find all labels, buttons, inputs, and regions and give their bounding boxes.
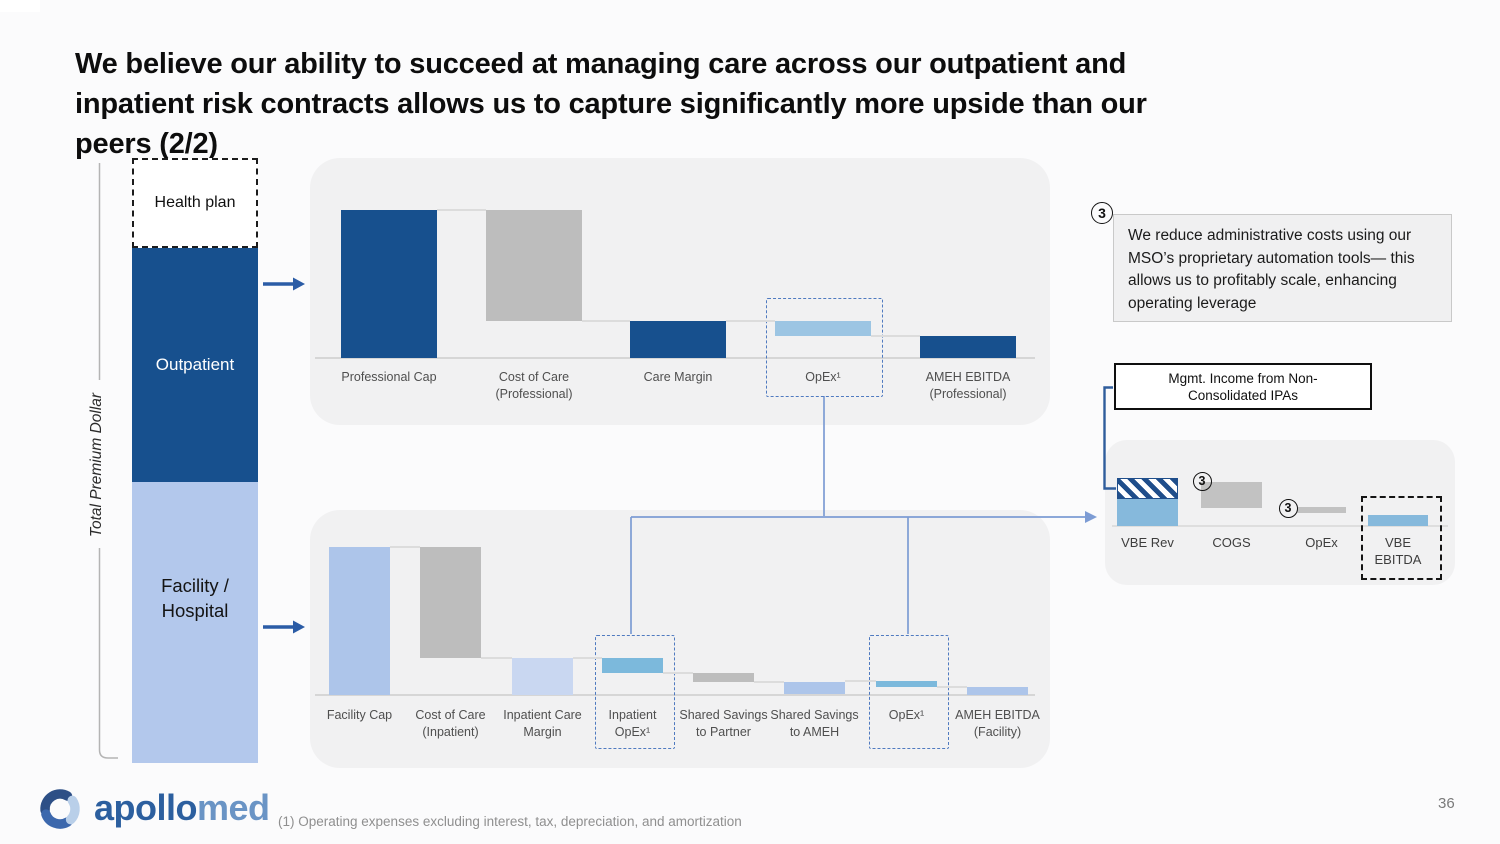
vbe-bar-cogs [1201,481,1262,508]
vbe-bar-vbe-rev [1117,499,1178,526]
facility-bar-cost-of-care-inpatient [420,547,481,658]
facility-connector-2 [573,657,602,659]
vbe-label-cogs: COGS [1212,535,1251,550]
premium-axis-label: Total Premium Dollar [62,380,132,550]
facility-connector-1 [481,657,512,659]
facility-connector-4 [754,681,784,683]
apollomed-wordmark: apollomed [94,787,270,828]
facility-bar-ameh-ebitda-facility [967,687,1028,695]
professional-label-ameh-ebitda-professional: AMEH EBITDA(Professional) [925,370,1011,401]
footnote: (1) Operating expenses excluding interes… [278,814,742,829]
professional-connector-1 [582,320,630,322]
facility-arrow-icon [263,620,305,634]
facility-bar-shared-savings-to-ameh [784,681,845,694]
segment-facility-hospital: Facility / Hospital [132,482,258,763]
facility-bar-facility-cap [329,547,390,695]
connector-arrowhead-icon [1085,511,1097,523]
facility-label-opex: OpEx¹ [888,708,925,722]
professional-connector-3 [871,335,920,337]
facility-axis-line [315,694,1035,696]
automation-callout: We reduce administrative costs using our… [1113,214,1452,322]
professional-bar-cost-of-care-professional [486,210,582,321]
professional-connector-2 [726,320,775,322]
page-number: 36 [1438,795,1455,812]
professional-bar-ameh-ebitda-professional [920,335,1016,358]
professional-label-care-margin: Care Margin [643,370,713,384]
facility-bar-opex [876,680,937,687]
page-title: We believe our ability to succeed at man… [75,44,1415,164]
vbe-bar-vbe-rev [1117,478,1178,500]
facility-dashed-box-inpatient-opex [595,635,675,749]
professional-label-cost-of-care-professional: Cost of Care(Professional) [495,370,573,401]
vbe-badge-opex: 3 [1278,498,1298,518]
facility-connector-6 [937,686,967,688]
vbe-dashed-box-vbe-ebitda [1361,496,1442,580]
professional-bar-opex [775,321,871,336]
segment-health-plan: Health plan [132,158,258,248]
vbe-bar-opex [1297,506,1346,514]
vbe-badge-cogs: 3 [1192,471,1212,491]
vbe-label-opex: OpEx [1305,535,1338,550]
facility-bar-inpatient-opex [602,658,663,673]
outpatient-arrow-icon [263,277,305,291]
professional-connector-0 [437,209,486,211]
segment-outpatient: Outpatient [132,248,258,482]
facility-label-cost-of-care-inpatient: Cost of Care(Inpatient) [415,708,486,739]
facility-bar-inpatient-care-margin [512,658,573,695]
facility-dashed-box-opex [869,635,949,749]
apollomed-swirl-icon [40,789,80,829]
vbe-bar-vbe-ebitda [1368,515,1428,526]
vbe-axis-line [1112,525,1448,527]
corner-highlight [0,0,40,12]
facility-bar-shared-savings-to-partner [693,672,754,682]
professional-bar-care-margin [630,321,726,358]
mgmt-income-box: Mgmt. Income from Non- Consolidated IPAs [1114,363,1372,410]
title-line-2: inpatient risk contracts allows us to ca… [75,88,1147,120]
facility-connector-3 [663,672,693,674]
facility-label-facility-cap: Facility Cap [326,708,393,722]
facility-connector-5 [845,680,876,682]
title-line-1: We believe our ability to succeed at man… [75,48,1127,80]
title-line-3: peers (2/2) [75,128,218,160]
note-3-badge: 3 [1091,202,1113,224]
facility-connector-0 [390,546,420,548]
professional-label-professional-cap: Professional Cap [341,370,437,384]
vbe-label-vbe-rev: VBE Rev [1121,535,1174,550]
professional-bar-professional-cap [341,210,437,358]
premium-bracket-line [98,163,118,759]
professional-dashed-box-opex [766,298,883,397]
apollomed-logo: apollomed [34,782,270,834]
facility-label-ameh-ebitda-facility: AMEH EBITDA(Facility) [955,708,1040,739]
professional-label-opex: OpEx¹ [805,370,841,384]
